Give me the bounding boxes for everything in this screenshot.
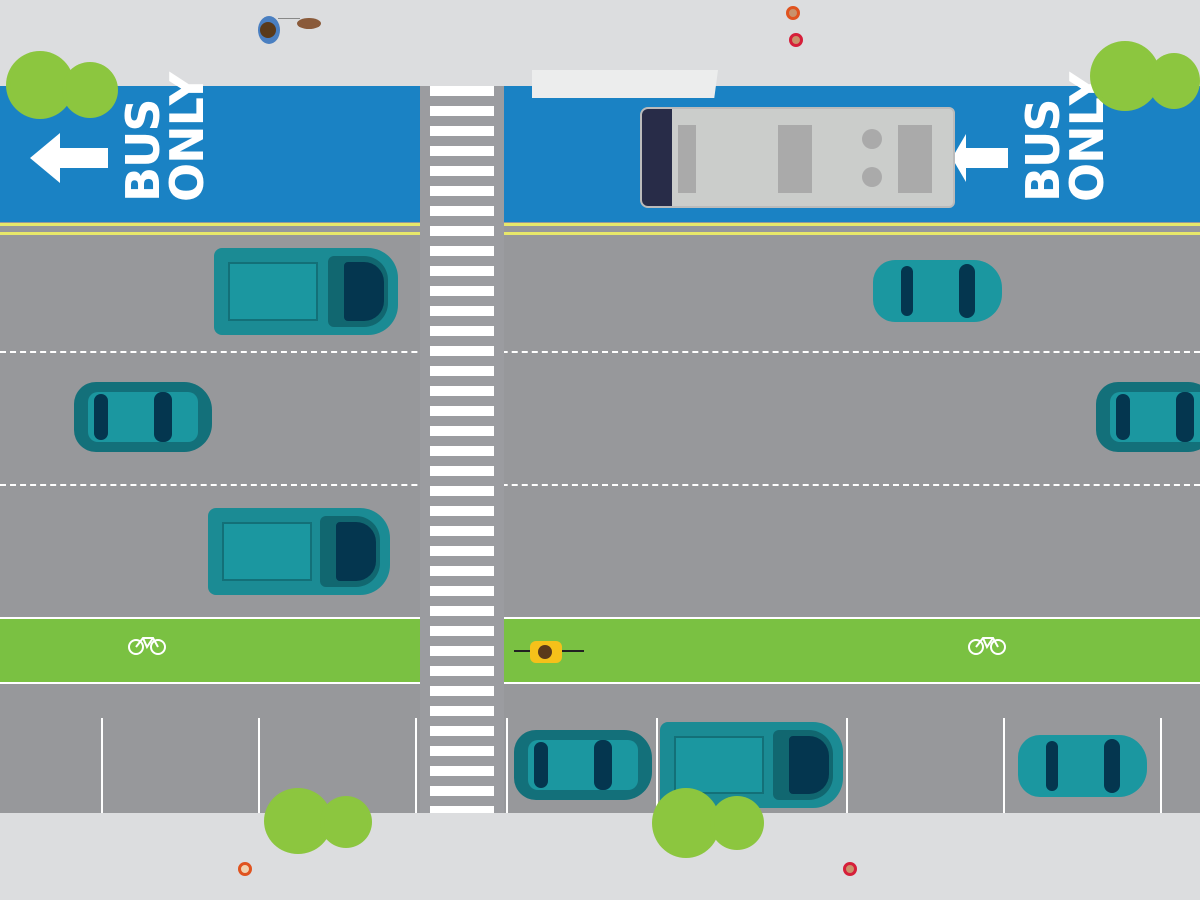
bus-shelter xyxy=(532,70,718,98)
bicycle-icon xyxy=(968,637,1006,655)
tree xyxy=(10,55,70,115)
cyclist xyxy=(530,641,562,663)
only-label: ONLY xyxy=(1060,72,1114,202)
lane-divider xyxy=(0,484,1200,486)
dog xyxy=(297,18,321,29)
parking-line xyxy=(1003,718,1005,813)
bus xyxy=(640,107,955,208)
car xyxy=(1096,382,1200,452)
arrow-left-icon xyxy=(952,134,1008,182)
bottom-sidewalk xyxy=(0,813,1200,900)
tree xyxy=(1094,45,1156,107)
parking-line xyxy=(101,718,103,813)
bicycle-icon xyxy=(128,637,166,655)
lane-divider xyxy=(0,351,1200,353)
arrow-left-icon xyxy=(30,133,108,183)
only-label: ONLY xyxy=(160,72,214,202)
bus-label: BUS xyxy=(116,99,170,202)
center-line-yellow xyxy=(0,232,1200,235)
bike-lane xyxy=(0,617,1200,684)
car xyxy=(74,382,212,452)
van xyxy=(214,248,398,335)
van xyxy=(660,722,843,808)
tree xyxy=(66,66,114,114)
car xyxy=(514,730,652,800)
bus-only-marking: BUS ONLY xyxy=(116,72,214,202)
parking-line xyxy=(506,718,508,813)
pedestrian xyxy=(789,33,803,47)
pedestrian xyxy=(843,862,857,876)
dog-leash xyxy=(278,18,300,19)
tree xyxy=(714,800,760,846)
parking-line xyxy=(415,718,417,813)
crosswalk xyxy=(420,86,504,813)
pedestrian xyxy=(258,16,280,44)
center-line-yellow xyxy=(0,223,1200,226)
tree xyxy=(656,792,716,854)
pedestrian xyxy=(238,862,252,876)
car xyxy=(1018,735,1147,797)
pedestrian xyxy=(786,6,800,20)
tree xyxy=(1152,57,1196,105)
parking-line xyxy=(656,718,658,813)
parking-line xyxy=(258,718,260,813)
bus-label: BUS xyxy=(1016,99,1070,202)
parking-line xyxy=(846,718,848,813)
parking-line xyxy=(1160,718,1162,813)
car xyxy=(873,260,1002,322)
tree xyxy=(268,792,328,850)
van xyxy=(208,508,390,595)
tree xyxy=(324,800,368,844)
bus-only-marking: BUS ONLY xyxy=(1016,72,1114,202)
